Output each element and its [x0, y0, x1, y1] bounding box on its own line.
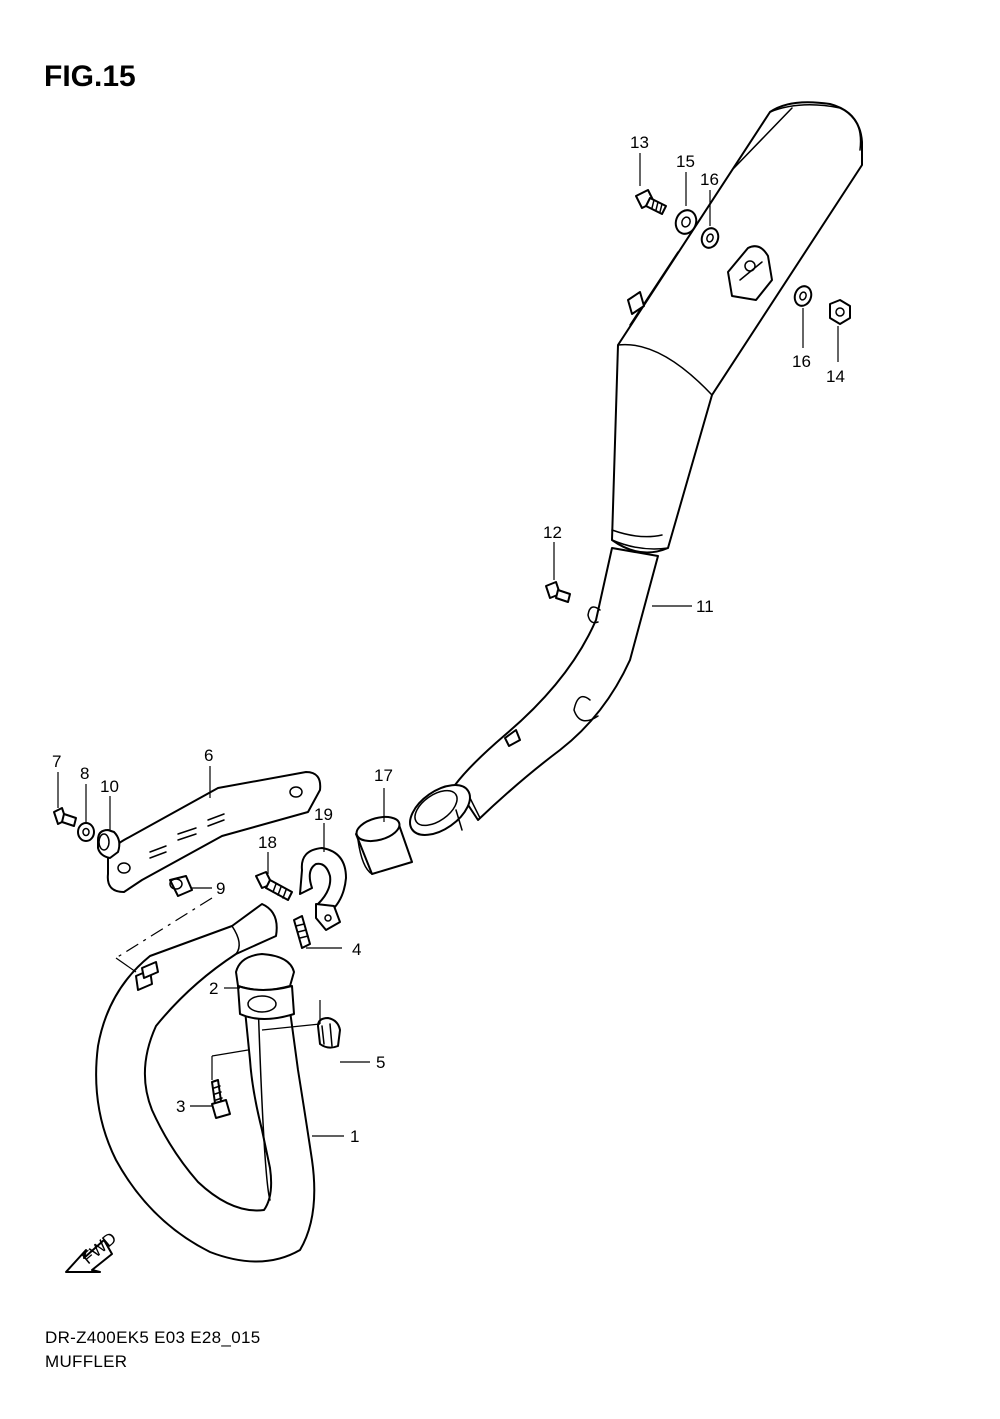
- callout-8: 8: [80, 764, 89, 783]
- callout-16-upper: 16: [700, 170, 719, 189]
- callout-10: 10: [100, 777, 119, 796]
- figure-title: FIG.15: [44, 60, 136, 93]
- callout-11: 11: [696, 597, 714, 616]
- bolt-18: [255, 871, 293, 901]
- exhaust-pipe-1: [95, 903, 316, 1263]
- leader-lines: [57, 153, 839, 1137]
- callout-13: 13: [630, 133, 649, 152]
- muffler-assembly: [409, 101, 863, 836]
- washer-16-upper: [700, 227, 720, 249]
- callout-14: 14: [826, 367, 845, 386]
- bolt-13: [635, 189, 667, 215]
- bolt-12: [545, 581, 571, 603]
- callout-17: 17: [374, 766, 393, 785]
- callout-2: 2: [209, 979, 218, 998]
- washer-8: [77, 822, 95, 842]
- nut-14: [829, 299, 851, 325]
- diagram-name: MUFFLER: [45, 1352, 128, 1371]
- callout-5: 5: [376, 1053, 385, 1072]
- callout-1: 1: [350, 1127, 359, 1146]
- callout-16-lower: 16: [792, 352, 811, 371]
- callout-6: 6: [204, 746, 213, 765]
- washer-16-lower: [793, 285, 813, 307]
- collar-9: [169, 875, 193, 897]
- bolt-3: [211, 1079, 231, 1119]
- diagram-code: DR-Z400EK5 E03 E28_015: [45, 1328, 261, 1347]
- callout-18: 18: [258, 833, 277, 852]
- callout-9: 9: [216, 879, 225, 898]
- callout-15: 15: [676, 152, 695, 171]
- callout-19: 19: [314, 805, 333, 824]
- nut-5: [317, 1017, 341, 1049]
- clamp-19: [299, 847, 347, 931]
- callout-3: 3: [176, 1097, 185, 1116]
- gasket-17: [355, 815, 413, 875]
- assembly-guide-lines: [115, 897, 321, 1080]
- callout-numbers: 1 2 3 4 5 6 7 8 9 10 11 12 13 14 15 16 1…: [52, 133, 845, 1146]
- cushion-10: [97, 829, 121, 859]
- stud-4: [293, 915, 311, 949]
- bolt-7: [53, 807, 77, 827]
- fwd-arrow-icon: FWD: [65, 1229, 120, 1273]
- bracket-6: [106, 771, 322, 893]
- callout-4: 4: [352, 940, 361, 959]
- callout-7: 7: [52, 752, 61, 771]
- callout-12: 12: [543, 523, 562, 542]
- washer-15: [674, 209, 698, 235]
